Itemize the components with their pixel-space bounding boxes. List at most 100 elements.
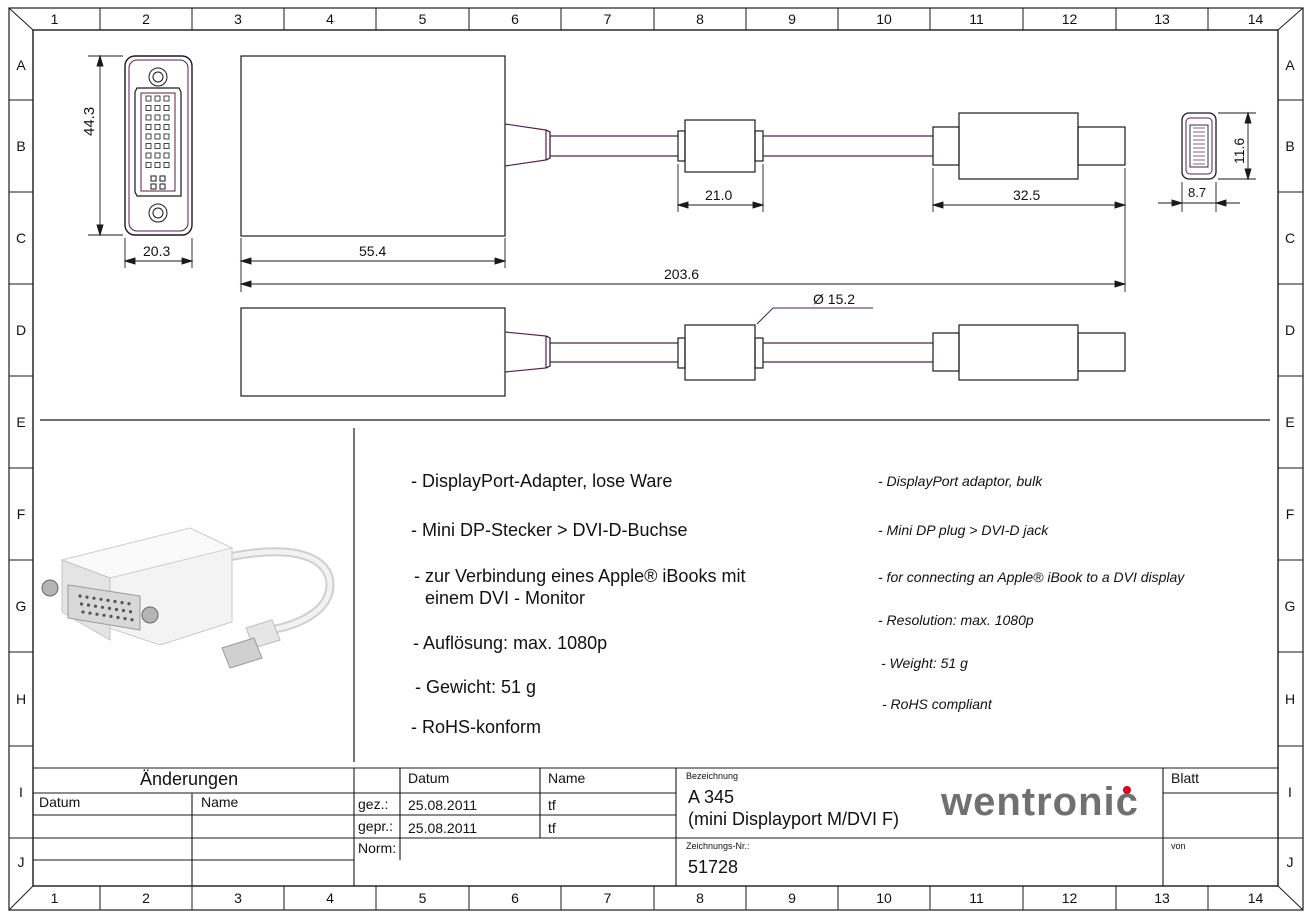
date-column-label: Datum <box>408 770 450 786</box>
dvi-pin <box>163 105 170 111</box>
dvi-pin <box>154 124 161 130</box>
grid-column-label: 2 <box>142 11 150 27</box>
grid-column-label: 4 <box>326 890 334 906</box>
grid-column-label: 13 <box>1154 890 1170 906</box>
dimension-lines <box>88 54 1256 292</box>
photo-pin <box>127 602 131 606</box>
grid-row-label: F <box>1286 506 1295 522</box>
adapter-top-view <box>240 55 1126 237</box>
changes-date-label: Datum <box>39 794 81 810</box>
grid-row-label: J <box>18 854 25 870</box>
grid-row-label: D <box>16 322 26 338</box>
dvi-pin <box>145 114 152 121</box>
dvi-pin <box>145 152 152 159</box>
grid-row-label: C <box>1285 230 1295 246</box>
grid-column-label: 3 <box>234 890 242 906</box>
desc-en-line-4: - Resolution: max. 1080p <box>878 612 1034 628</box>
grid-row-label: H <box>16 691 26 707</box>
checked-label: gepr.: <box>358 818 394 834</box>
dvi-pin <box>154 95 161 102</box>
photo-pin <box>102 613 106 617</box>
dvi-pin <box>154 133 161 140</box>
dim-minidp-height: 11.6 <box>1231 137 1247 164</box>
of-label: von <box>1171 841 1186 851</box>
grid-column-label: 12 <box>1062 890 1078 906</box>
photo-pin <box>85 595 89 599</box>
dvi-pin <box>154 143 161 149</box>
photo-pin <box>130 618 134 622</box>
dvi-pin <box>145 143 152 149</box>
photo-pin <box>93 604 98 608</box>
grid-column-label: 14 <box>1248 11 1264 27</box>
drawing-number: 51728 <box>688 857 739 877</box>
dim-minidp-width: 8.7 <box>1188 185 1207 200</box>
dvi-pin <box>163 124 170 130</box>
photo-pin <box>121 609 126 613</box>
grid-column-label: 3 <box>234 11 242 27</box>
photo-pin <box>81 610 85 614</box>
changes-name-label: Name <box>201 794 239 810</box>
photo-pin <box>79 602 84 606</box>
grid-column-label: 13 <box>1154 11 1170 27</box>
grid-column-label: 5 <box>419 11 427 27</box>
desc-de-line-1: - DisplayPort-Adapter, lose Ware <box>411 471 673 491</box>
dvi-pin <box>154 162 161 168</box>
grid-column-label: 5 <box>419 890 427 906</box>
grid-column-label: 8 <box>696 11 704 27</box>
desc-de-line-6: - Gewicht: 51 g <box>415 677 537 697</box>
desc-de-line-3: - zur Verbindung eines Apple® iBooks mit <box>414 566 746 586</box>
name-column-label: Name <box>548 770 586 786</box>
dvi-pin <box>163 152 170 159</box>
dim-plug-length: 32.5 <box>1013 187 1041 203</box>
designation-line-2: (mini Displayport M/DVI F) <box>688 809 900 829</box>
grid-column-label: 14 <box>1248 890 1264 906</box>
desc-de-line-2: - Mini DP-Stecker > DVI-D-Buchse <box>411 520 688 540</box>
grid-column-label: 6 <box>511 11 519 27</box>
grid-row-label: I <box>19 784 23 800</box>
title-block-lines <box>33 767 1278 886</box>
dvi-pin <box>163 95 170 102</box>
norm-label: Norm: <box>358 840 397 856</box>
grid-row-label: G <box>16 598 27 614</box>
grid-row-label: B <box>16 138 25 154</box>
grid-column-label: 2 <box>142 890 150 906</box>
photo-pin <box>128 610 133 614</box>
dim-ferrite-length: 21.0 <box>705 187 733 203</box>
dim-ferrite-diameter: Ø 15.2 <box>813 291 856 307</box>
checked-name: tf <box>548 820 556 836</box>
drawn-date: 25.08.2011 <box>408 797 478 813</box>
photo-pin <box>78 594 82 598</box>
grid-column-label: 7 <box>604 890 612 906</box>
grid-row-label: C <box>16 230 26 246</box>
dvi-pin <box>145 162 152 168</box>
grid-column-label: 1 <box>51 11 59 27</box>
photo-pin <box>86 603 91 607</box>
grid-column-label: 12 <box>1062 11 1078 27</box>
desc-de-line-7: - RoHS-konform <box>411 717 542 737</box>
dvi-front-view <box>124 55 193 236</box>
drawn-label: gez.: <box>358 796 389 812</box>
dvi-pin <box>154 114 161 121</box>
desc-en-line-2: - Mini DP plug > DVI-D jack <box>878 522 1049 538</box>
grid-row-label: D <box>1285 322 1295 338</box>
desc-en-line-5: - Weight: 51 g <box>881 655 968 671</box>
grid-row-label: G <box>1285 598 1296 614</box>
dvi-pin <box>163 143 170 149</box>
designation-label: Bezeichnung <box>686 771 739 781</box>
grid-row-label: A <box>16 57 26 73</box>
grid-row-label: E <box>1285 414 1294 430</box>
drawing-number-label: Zeichnungs-Nr.: <box>686 841 750 851</box>
photo-pin <box>120 601 124 605</box>
dim-dvi-height: 44.3 <box>81 106 98 136</box>
dvi-pin <box>145 105 152 111</box>
sheet-label: Blatt <box>1171 770 1200 786</box>
dvi-pin <box>163 133 170 140</box>
grid-row-label: A <box>1285 57 1295 73</box>
photo-pin <box>88 611 92 615</box>
adapter-side-view <box>240 307 1126 397</box>
photo-pin <box>100 605 105 609</box>
grid-row-label: B <box>1285 138 1294 154</box>
dim-housing-length: 55.4 <box>359 243 387 259</box>
product-image <box>41 527 335 669</box>
